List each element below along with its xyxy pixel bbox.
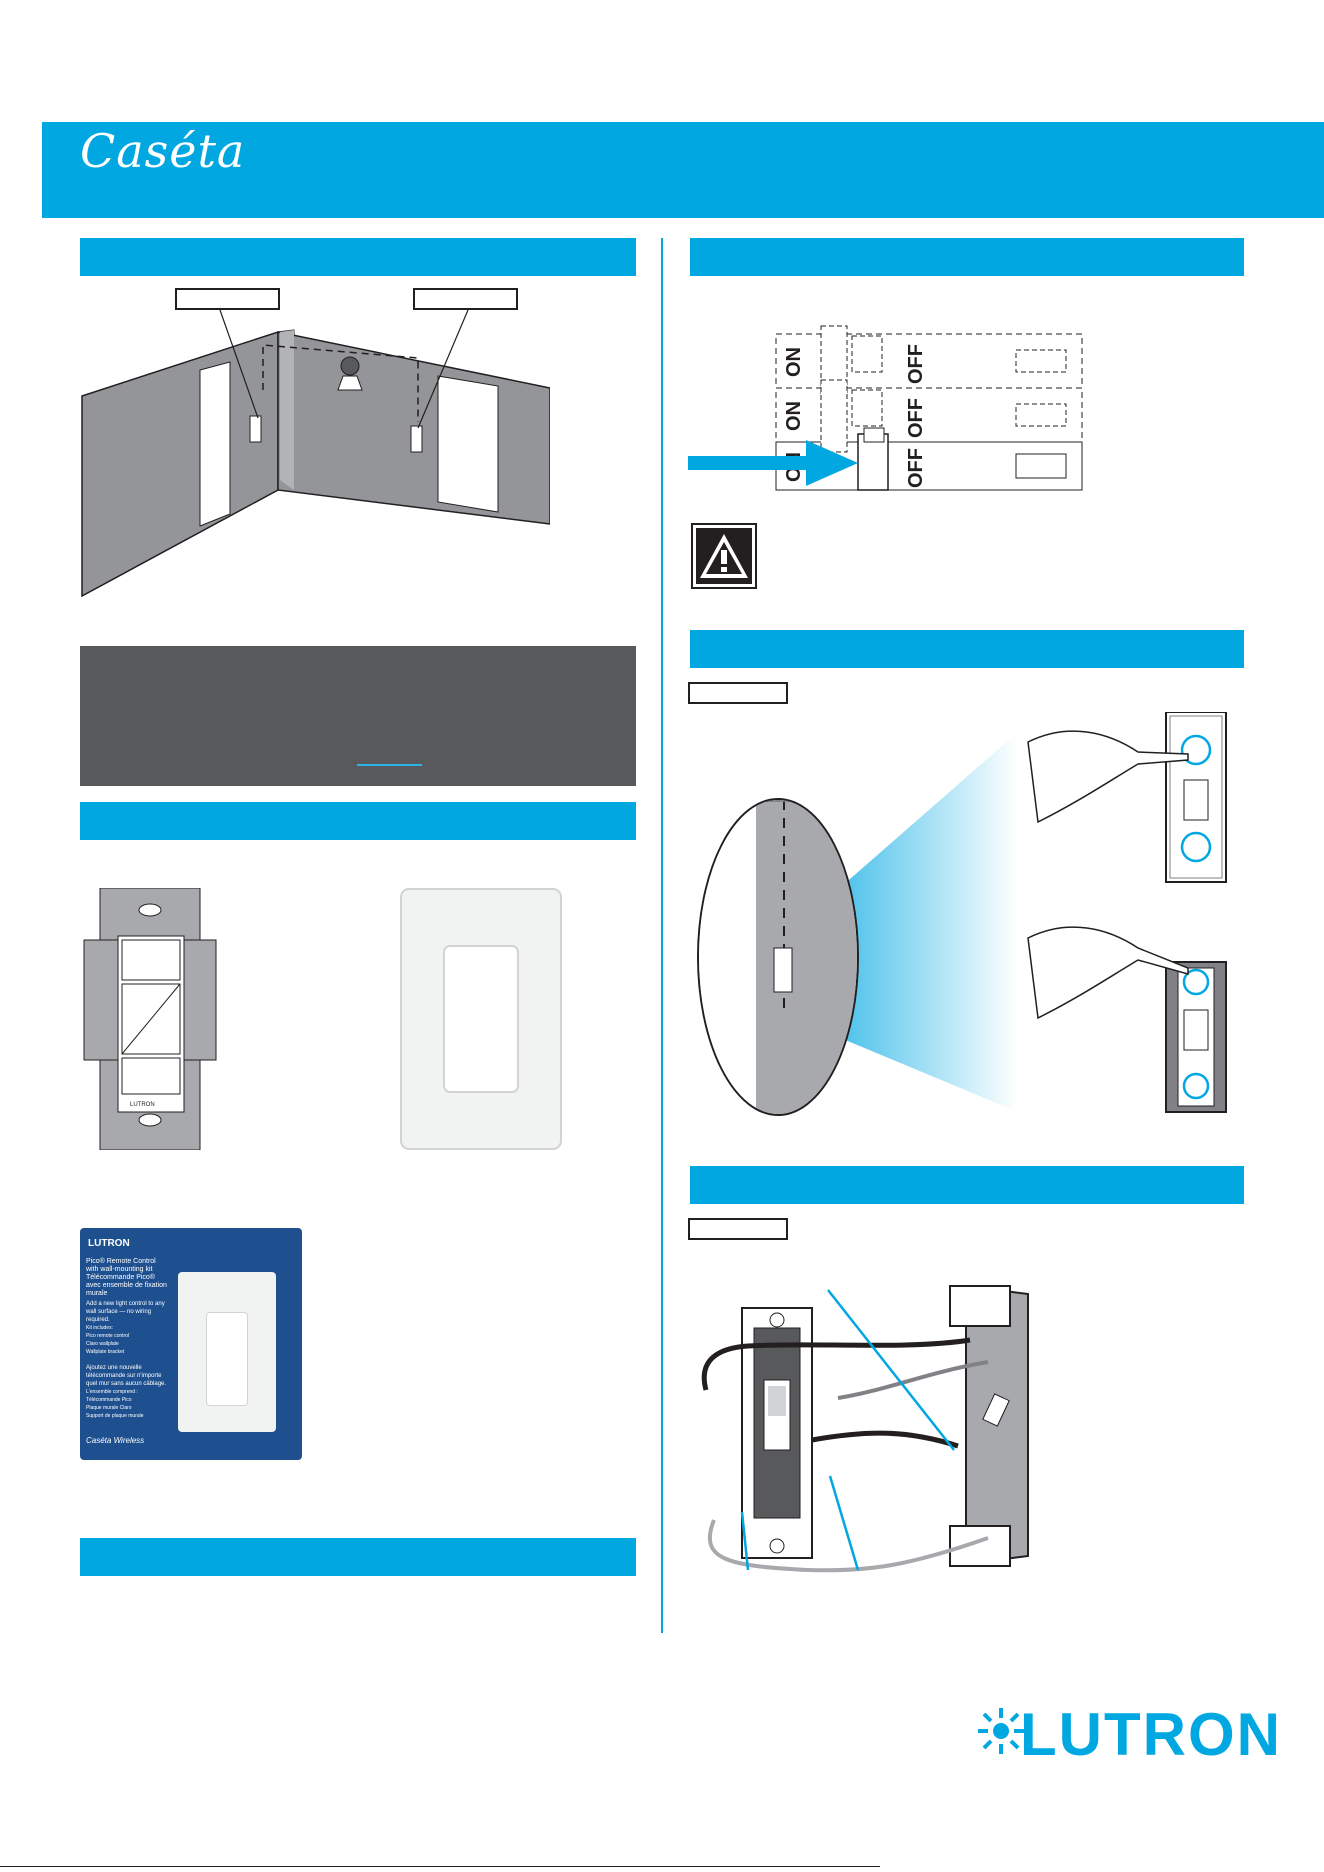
breaker-on-label-2: ON: [783, 401, 805, 431]
package-blurb-en: Add a new light control to any wall surf…: [86, 1301, 165, 1323]
room-diagram: [81, 309, 550, 598]
warning-icon: [691, 523, 757, 589]
section-bar-left-1: [80, 238, 636, 276]
package-title-en: Pico® Remote Control: [86, 1258, 156, 1265]
label-box-switch-2: [413, 288, 518, 310]
package-kit-fr-2: Plaque murale Claro: [86, 1405, 132, 1411]
section-bar-left-2: [80, 802, 636, 840]
package-kit-fr-heading: L'ensemble comprend :: [86, 1389, 138, 1395]
package-kit-fr-3: Support de plaque murale: [86, 1413, 144, 1419]
package-title-fr: Télécommande Pico®: [86, 1274, 155, 1281]
package-kit-en-1: Pico remote control: [86, 1333, 130, 1339]
circuit-breaker-diagram: ON ON ON OFF OFF OFF: [688, 325, 1083, 491]
remove-switch-diagram: [697, 712, 1227, 1116]
info-panel: [80, 646, 636, 786]
info-panel-link[interactable]: [357, 764, 422, 766]
package-kit-en-2: Claro wallplate: [86, 1341, 119, 1347]
header-banner: [42, 122, 1324, 218]
lutron-sunburst-icon: [978, 1708, 1024, 1754]
label-box-step-remove: [688, 682, 788, 704]
lutron-logo: LUTRON: [1020, 1701, 1282, 1768]
arrow-right-icon: [688, 440, 858, 486]
dimmer-illustration: LUTRON: [83, 888, 217, 1150]
section-bar-right-3: [690, 1166, 1244, 1204]
package-kit-fr-1: Télécommande Pico: [86, 1397, 132, 1403]
caseta-brand-logo: Caséta: [80, 124, 246, 178]
breaker-on-label-1: ON: [783, 347, 805, 377]
bottom-rule: [0, 1866, 880, 1867]
breaker-off-label-2: OFF: [905, 398, 927, 438]
wallplate-illustration: [400, 888, 562, 1150]
pico-package: LUTRON Pico® Remote Control with wall-mo…: [80, 1228, 302, 1460]
label-box-switch-1: [175, 288, 280, 310]
package-footer-brand: Caséta Wireless: [86, 1436, 145, 1445]
section-bar-right-2: [690, 630, 1244, 668]
package-subtitle-fr: avec ensemble de fixation murale: [86, 1282, 167, 1297]
wiring-diagram: [701, 1284, 1029, 1573]
breaker-off-label-1: OFF: [905, 344, 927, 384]
package-kit-en-heading: Kit includes:: [86, 1325, 113, 1331]
breaker-off-label-3: OFF: [905, 448, 927, 488]
package-copy: Pico® Remote Control with wall-mounting …: [86, 1258, 170, 1420]
package-brand: LUTRON: [88, 1238, 130, 1249]
pico-remote: [206, 1312, 248, 1406]
column-divider: [661, 238, 663, 1633]
section-bar-right-1: [690, 238, 1244, 276]
package-subtitle-en: with wall-mounting kit: [86, 1266, 153, 1273]
label-box-step-wiring: [688, 1218, 788, 1240]
section-bar-left-3: [80, 1538, 636, 1576]
package-remote-image: [178, 1272, 276, 1432]
dimmer-brand-label: LUTRON: [130, 1102, 155, 1108]
package-blurb-fr: Ajoutez une nouvelle télécommande sur n'…: [86, 1365, 167, 1387]
package-kit-en-3: Wallplate bracket: [86, 1349, 125, 1355]
